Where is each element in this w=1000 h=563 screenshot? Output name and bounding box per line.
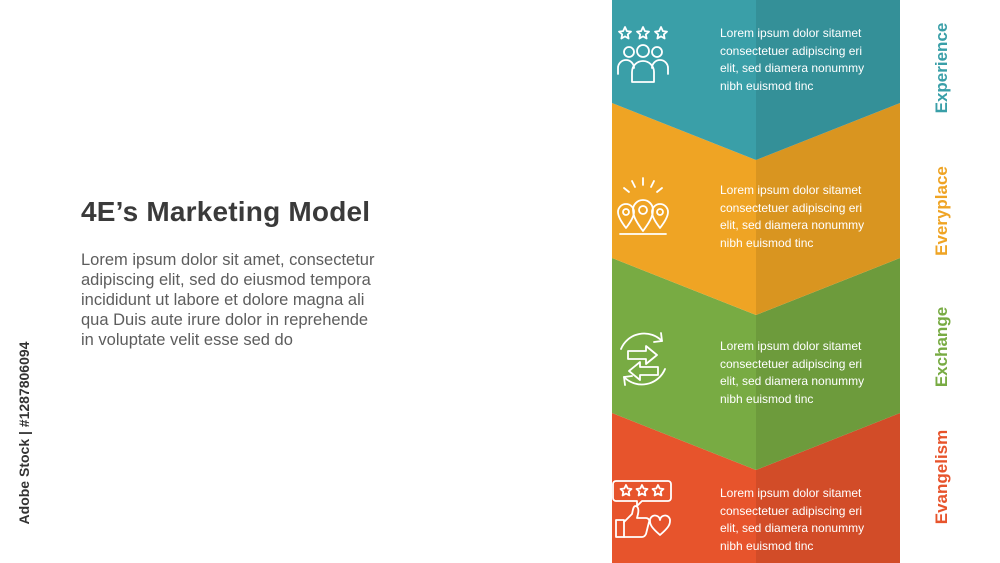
label-evangelism-text: Evangelism (932, 429, 951, 525)
item-line: Lorem ipsum dolor sitamet (720, 183, 862, 197)
stock-credit-text: Adobe Stock | #1287806094 (16, 341, 32, 524)
people-rating-icon (617, 26, 669, 83)
item-description-evangelism: Lorem ipsum dolor sitamet consectetuer a… (720, 485, 898, 555)
item-line: Lorem ipsum dolor sitamet (720, 339, 862, 353)
chevron-segment-experience (612, 0, 900, 160)
location-pins-icon (617, 177, 669, 235)
chevron-shade-evangelism (756, 413, 900, 563)
exchange-arrows-icon (620, 332, 666, 386)
chevron-segment-exchange (612, 258, 900, 470)
item-line: elit, sed diamera nonummy (720, 218, 865, 232)
item-description-experience: Lorem ipsum dolor sitamet consectetuer a… (720, 25, 898, 95)
chevron-shade-exchange (756, 258, 900, 470)
chevron-segment-everyplace (612, 103, 900, 315)
stock-credit: Adobe Stock | #1287806094 (10, 310, 38, 555)
intro-line: incididunt ut labore et dolore magna ali (81, 291, 365, 309)
item-line: consectetuer adipiscing eri (720, 503, 863, 518)
item-line: elit, sed diamera nonummy (720, 61, 865, 75)
item-line: nibh euismod tinc (720, 391, 814, 406)
page-title: 4E’s Marketing Model (81, 196, 371, 227)
item-line: nibh euismod tinc (720, 78, 814, 93)
label-experience-text: Experience (932, 22, 951, 114)
label-evangelism: Evangelism (926, 418, 958, 536)
label-experience: Experience (926, 12, 958, 124)
label-exchange-text: Exchange (932, 306, 951, 388)
item-line: Lorem ipsum dolor sitamet (720, 486, 862, 500)
item-line: consectetuer adipiscing eri (720, 356, 863, 371)
item-line: nibh euismod tinc (720, 538, 814, 553)
item-line: elit, sed diamera nonummy (720, 521, 865, 535)
label-everyplace-text: Everyplace (932, 166, 951, 256)
item-description-exchange: Lorem ipsum dolor sitamet consectetuer a… (720, 338, 898, 408)
chevron-stack: Lorem ipsum dolor sitamet consectetuer a… (612, 0, 900, 563)
chevron-shade-everyplace (756, 103, 900, 315)
item-line: consectetuer adipiscing eri (720, 43, 863, 58)
chevron-stack-shapes (612, 0, 900, 563)
item-line: Lorem ipsum dolor sitamet (720, 26, 862, 40)
item-line: nibh euismod tinc (720, 235, 814, 250)
intro-line: in voluptate velit esse sed do (81, 331, 293, 349)
item-description-everyplace: Lorem ipsum dolor sitamet consectetuer a… (720, 182, 898, 252)
intro-line: Lorem ipsum dolor sit amet, consectetur (81, 251, 375, 269)
intro-paragraph: Lorem ipsum dolor sit amet, consectetur … (81, 250, 461, 350)
intro-line: adipiscing elit, sed do eiusmod tempora (81, 271, 371, 289)
item-line: consectetuer adipiscing eri (720, 200, 863, 215)
item-line: elit, sed diamera nonummy (720, 374, 865, 388)
label-everyplace: Everyplace (926, 155, 958, 267)
chevron-segment-evangelism (612, 413, 900, 563)
chevron-shade-experience (756, 0, 900, 160)
intro-line: qua Duis aute irure dolor in reprehende (81, 311, 369, 329)
label-exchange: Exchange (926, 297, 958, 397)
review-thumbs-up-icon (612, 480, 672, 538)
